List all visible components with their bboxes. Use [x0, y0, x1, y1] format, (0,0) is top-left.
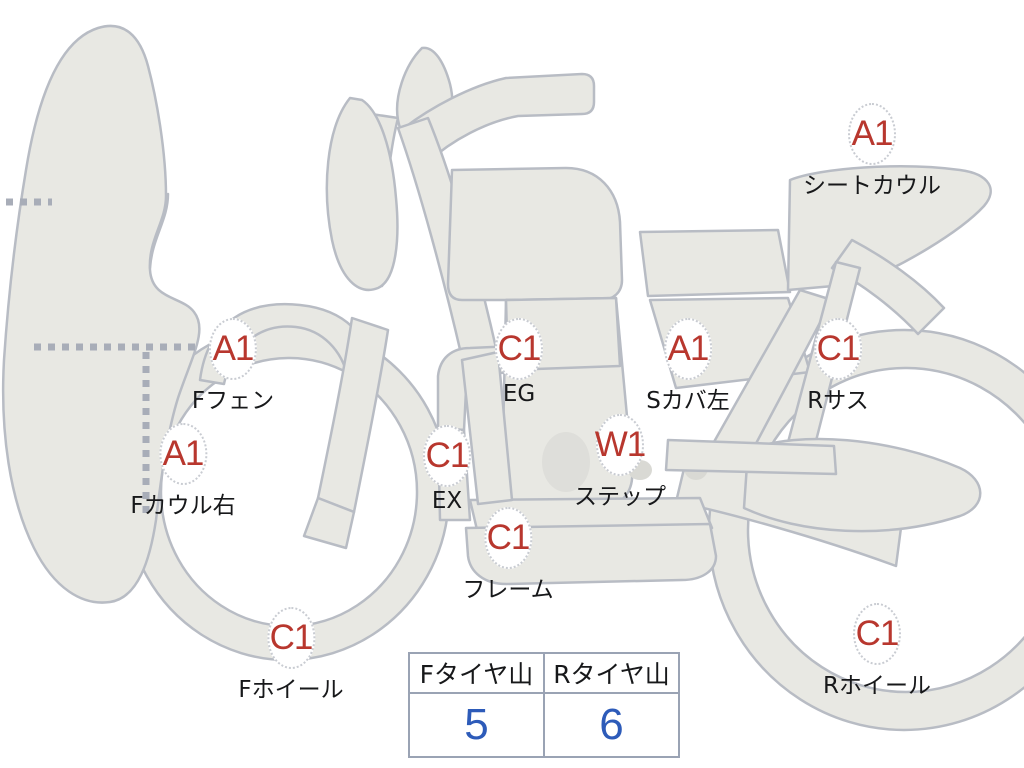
front-cowl-inner-edge — [148, 192, 170, 270]
grade-badge[interactable]: W1 — [594, 414, 646, 476]
grade-badge[interactable]: C1 — [814, 318, 862, 380]
part-label: Fフェン — [191, 388, 275, 414]
grade-badge[interactable]: A1 — [208, 318, 257, 380]
handlebar-shape — [402, 72, 596, 164]
grade-value: C1 — [855, 613, 900, 653]
marker-front-fender[interactable]: A1 Fフェン — [192, 318, 274, 415]
frame-backbone-shape — [460, 350, 514, 506]
fuel-tank-shape — [446, 166, 624, 302]
part-label: Rホイール — [823, 673, 931, 699]
table-header-row: Fタイヤ山 Rタイヤ山 — [408, 652, 680, 694]
grade-value: A1 — [212, 328, 255, 368]
grade-badge[interactable]: A1 — [848, 103, 896, 165]
grade-badge[interactable]: C1 — [495, 318, 543, 380]
marker-engine[interactable]: C1 EG — [495, 318, 543, 407]
part-label: フレーム — [462, 577, 554, 603]
cowl-dotted-lines — [6, 198, 196, 520]
grade-badge[interactable]: C1 — [852, 603, 901, 665]
front-cowl-shape — [1, 24, 201, 604]
grade-badge[interactable]: C1 — [423, 425, 471, 487]
grade-badge[interactable]: C1 — [484, 507, 532, 569]
grade-value: C1 — [816, 328, 861, 368]
part-label: シートカウル — [803, 173, 941, 199]
marker-step[interactable]: W1 ステップ — [574, 414, 666, 511]
grade-value: C1 — [425, 435, 470, 475]
tank-pod-shape — [325, 96, 399, 291]
part-label: Fホイール — [238, 677, 344, 703]
marker-seat-cowl[interactable]: A1 シートカウル — [803, 103, 941, 200]
part-label: Fカウル右 — [130, 493, 236, 519]
marker-front-wheel[interactable]: C1 Fホイール — [238, 607, 344, 704]
tire-header-rear: Rタイヤ山 — [543, 652, 680, 694]
tire-value-rear: 6 — [543, 692, 680, 758]
marker-front-cowl-right[interactable]: A1 Fカウル右 — [130, 423, 236, 520]
grade-value: A1 — [162, 433, 205, 473]
grade-value: A1 — [667, 328, 710, 368]
rear-lower-rail-shape — [664, 438, 838, 476]
tire-value-front: 5 — [408, 692, 545, 758]
part-label: ステップ — [574, 484, 666, 510]
tire-tread-table: Fタイヤ山 Rタイヤ山 5 6 — [408, 652, 680, 758]
part-label: Sカバ左 — [646, 388, 730, 414]
part-label: EG — [502, 381, 536, 407]
marker-frame[interactable]: C1 フレーム — [462, 507, 554, 604]
fork-lower-foot — [302, 496, 356, 550]
grade-badge[interactable]: C1 — [266, 607, 315, 669]
footpeg-left — [544, 434, 588, 490]
grade-value: C1 — [269, 617, 314, 657]
grade-value: C1 — [486, 517, 531, 557]
tire-header-front: Fタイヤ山 — [408, 652, 545, 694]
grade-value: A1 — [851, 113, 894, 153]
part-label: Rサス — [807, 388, 869, 414]
marker-side-cover-left[interactable]: A1 Sカバ左 — [646, 318, 730, 415]
grade-badge[interactable]: A1 — [158, 423, 207, 485]
marker-exhaust[interactable]: C1 EX — [423, 425, 471, 514]
grade-value: C1 — [497, 328, 542, 368]
table-value-row: 5 6 — [408, 692, 680, 758]
grade-value: W1 — [594, 424, 646, 464]
marker-rear-wheel[interactable]: C1 Rホイール — [823, 603, 931, 700]
grade-badge[interactable]: A1 — [663, 318, 712, 380]
part-label: EX — [431, 488, 463, 514]
seat-shape — [638, 228, 792, 298]
marker-rear-suspension[interactable]: C1 Rサス — [807, 318, 869, 415]
